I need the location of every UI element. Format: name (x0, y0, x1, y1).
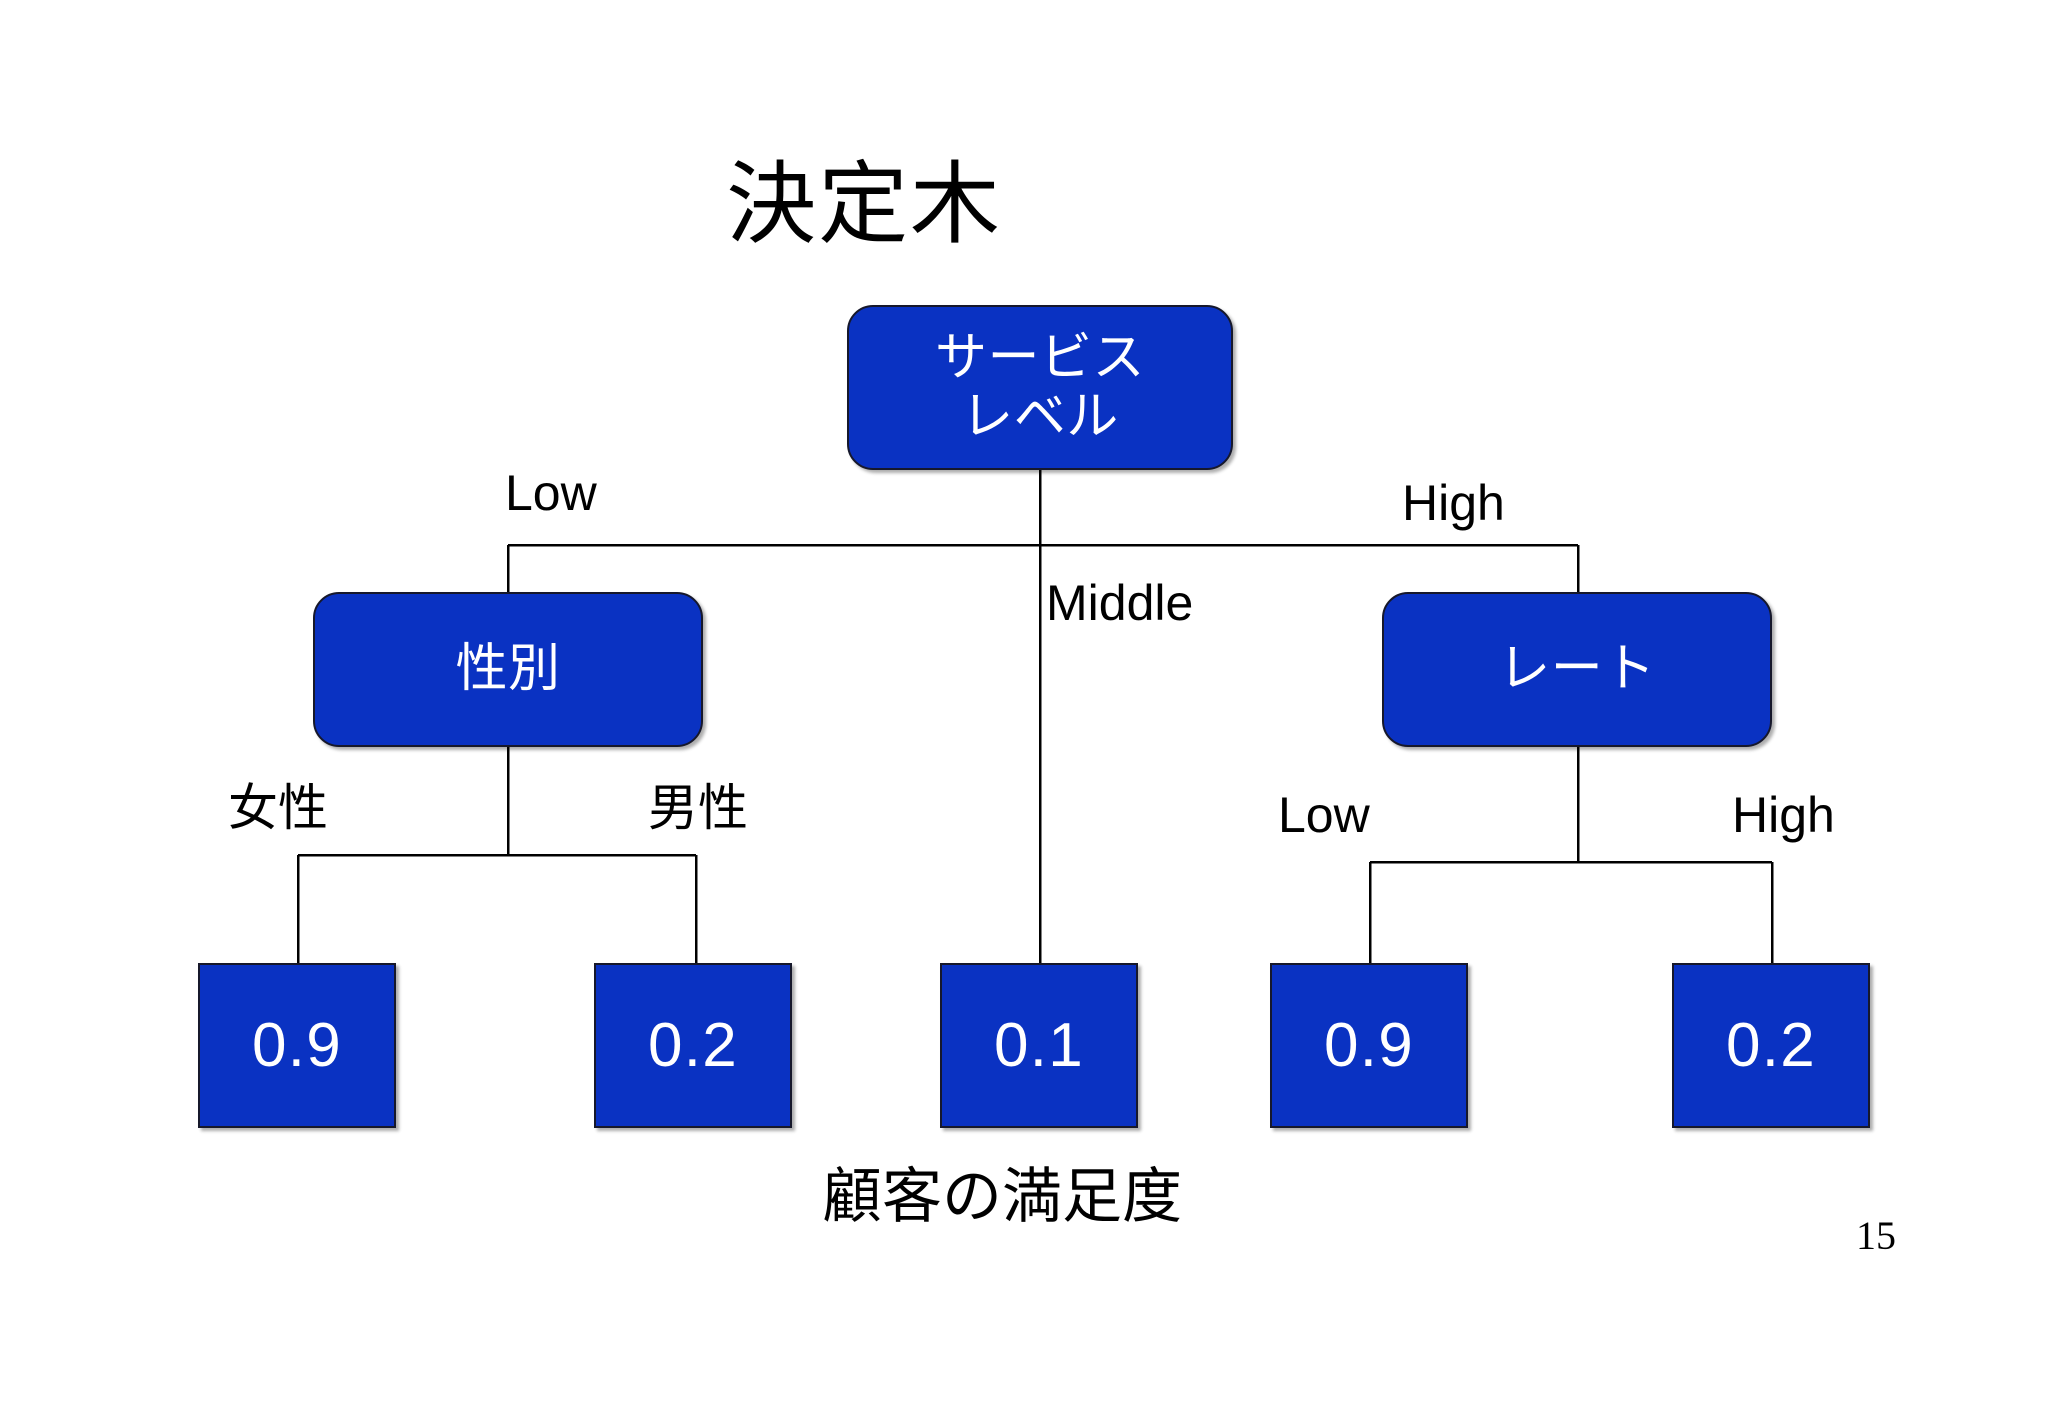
leaf-node-value: 0.1 (994, 1010, 1084, 1080)
leaf-node-female-satisfaction[interactable]: 0.9 (198, 963, 396, 1128)
leaf-node-value: 0.9 (1324, 1010, 1414, 1080)
leaf-node-value: 0.2 (648, 1010, 738, 1080)
leaf-node-rate-high-satisfaction[interactable]: 0.2 (1672, 963, 1870, 1128)
page-number: 15 (1856, 1213, 1896, 1258)
edge-label-female: 女性 (228, 780, 328, 836)
leaf-node-rate-low-satisfaction[interactable]: 0.9 (1270, 963, 1468, 1128)
edge-label-rate-low: Low (1278, 787, 1370, 843)
node-gender-label: 性別 (455, 640, 561, 699)
edge-label-rate-high: High (1732, 787, 1835, 843)
leaf-node-value: 0.9 (252, 1010, 342, 1080)
edge-label-high: High (1402, 475, 1505, 531)
node-gender[interactable]: 性別 (313, 592, 703, 747)
leaf-node-value: 0.2 (1726, 1010, 1816, 1080)
node-rate[interactable]: レート (1382, 592, 1772, 747)
diagram-caption: 顧客の満足度 (822, 1163, 1182, 1230)
node-service-level-label: サービス レベル (934, 329, 1146, 446)
leaf-node-middle-satisfaction[interactable]: 0.1 (940, 963, 1138, 1128)
edge-label-middle: Middle (1046, 575, 1194, 631)
page-title: 決定木 (726, 155, 1002, 255)
edge-label-low: Low (505, 465, 597, 521)
leaf-node-male-satisfaction[interactable]: 0.2 (594, 963, 792, 1128)
edge-label-male: 男性 (648, 780, 748, 836)
node-service-level[interactable]: サービス レベル (847, 305, 1233, 470)
node-rate-label: レート (1498, 640, 1656, 699)
